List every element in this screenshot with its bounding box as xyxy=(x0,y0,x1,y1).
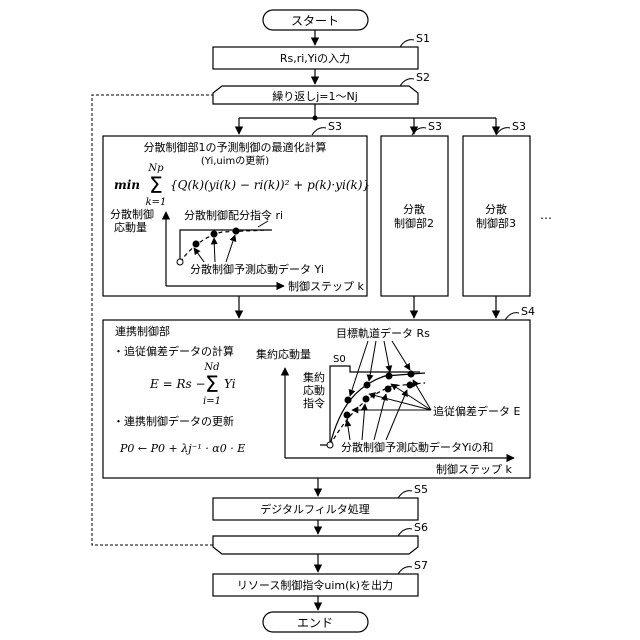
dist1-title: 分散制御部1の予測制御の最適化計算 xyxy=(144,140,327,154)
coop-response-point xyxy=(344,412,351,419)
coop-response-point xyxy=(385,386,392,393)
filter-step-label: デジタルフィルタ処理 xyxy=(260,502,370,516)
dist1-data-point xyxy=(193,241,200,248)
coop-dev-sum: Σ xyxy=(205,373,219,398)
dist1-start-point xyxy=(177,259,183,265)
coop-update-title: ・連携制御データの更新 xyxy=(113,414,234,428)
input-step-label: Rs,ri,Yiの入力 xyxy=(280,52,350,65)
dist2-label-line1: 分散 xyxy=(403,202,425,216)
coop-s0-label: S0 xyxy=(333,354,346,365)
more-controllers-ellipsis: … xyxy=(540,208,552,222)
coop-title: 連携制御部 xyxy=(115,324,170,338)
coop-target-point xyxy=(386,373,393,380)
coop-agg-command-line1: 集約 xyxy=(303,370,325,384)
coop-target-point xyxy=(345,397,352,404)
coop-dev-formula-lhs: E = Rs − xyxy=(149,377,206,391)
dist3-label-line2: 制御部3 xyxy=(476,216,516,230)
coop-deviation-label: 追従偏差データ E xyxy=(433,404,520,418)
coop-dev-formula-term: Yi xyxy=(224,377,236,391)
step-callout xyxy=(505,313,519,320)
dist1-x-axis-label: 制御ステップ k xyxy=(288,279,364,293)
dist-controller-2-box xyxy=(381,136,448,296)
dist1-y-axis-label-line1: 分散制御 xyxy=(110,207,154,221)
step-callout xyxy=(398,491,412,498)
step-label-s4: S4 xyxy=(521,305,535,318)
step-callout xyxy=(400,79,414,86)
step-label-s7: S7 xyxy=(414,559,428,572)
step-callout xyxy=(398,529,412,536)
dist1-data-point xyxy=(233,228,240,235)
dist1-y-axis-label-line2: 応動量 xyxy=(114,220,147,234)
dist1-formula-sum-bottom: k=1 xyxy=(146,197,167,208)
coop-target-point xyxy=(408,371,415,378)
step-callout xyxy=(312,128,326,135)
dist1-command-label: 分散制御配分指令 ri xyxy=(184,208,283,222)
step-label-s3-dist2: S3 xyxy=(428,120,442,133)
coop-start-point xyxy=(327,442,333,448)
dist1-data-point xyxy=(211,231,218,238)
loop-end-box xyxy=(213,536,418,554)
coop-update-formula: P0 ← P0 + λj⁻¹ · α0 · E xyxy=(119,442,245,455)
coop-x-axis-label: 制御ステップ k xyxy=(436,462,512,476)
step-callout xyxy=(496,128,510,135)
coop-target-label: 目標軌道データ Rs xyxy=(336,326,430,340)
coop-dev-sum-top: Nd xyxy=(203,362,219,373)
dist1-formula-sum-top: Np xyxy=(147,163,164,174)
coop-agg-command-line3: 指令 xyxy=(303,396,325,410)
coop-response-point xyxy=(407,382,414,389)
step-label-s2: S2 xyxy=(416,71,430,84)
step-label-s1: S1 xyxy=(416,32,430,45)
dist1-formula-min: min xyxy=(114,178,140,192)
end-label: エンド xyxy=(297,616,333,630)
step-label-s6: S6 xyxy=(414,521,428,534)
output-step-label: リソース制御指令uim(k)を出力 xyxy=(237,578,393,592)
step-label-s3-dist1: S3 xyxy=(328,120,342,133)
coop-sum-label: 分散制御予測応動データYiの和 xyxy=(341,440,493,454)
step-callout xyxy=(398,567,412,574)
step-label-s5: S5 xyxy=(414,483,428,496)
dist1-formula-body: {Q(k)(yi(k) − ri(k))² + p(k)·yi(k)} xyxy=(170,178,370,192)
dist1-response-label: 分散制御予測応動データ Yi xyxy=(190,262,324,276)
start-label: スタート xyxy=(291,14,339,28)
coop-target-point xyxy=(364,382,371,389)
step-label-s3-dist3: S3 xyxy=(512,120,526,133)
dist-controller-3-box xyxy=(463,136,530,296)
coop-y-axis-label: 集約応動量 xyxy=(256,347,311,361)
dist1-formula-sum: Σ xyxy=(149,174,163,199)
step-callout xyxy=(400,40,414,47)
dist1-subtitle: (Yi,uimの更新) xyxy=(201,154,269,167)
coop-dev-sum-bottom: i=1 xyxy=(203,396,221,407)
coop-agg-command-line2: 応動 xyxy=(303,383,325,397)
loop-start-label: 繰り返しj=1〜Nj xyxy=(272,89,358,103)
dist3-label-line1: 分散 xyxy=(485,202,507,216)
branch-point xyxy=(313,116,318,121)
dist2-label-line2: 制御部2 xyxy=(394,216,434,230)
coop-response-point xyxy=(363,396,370,403)
coop-dev-title: ・追従偏差データの計算 xyxy=(113,344,234,358)
